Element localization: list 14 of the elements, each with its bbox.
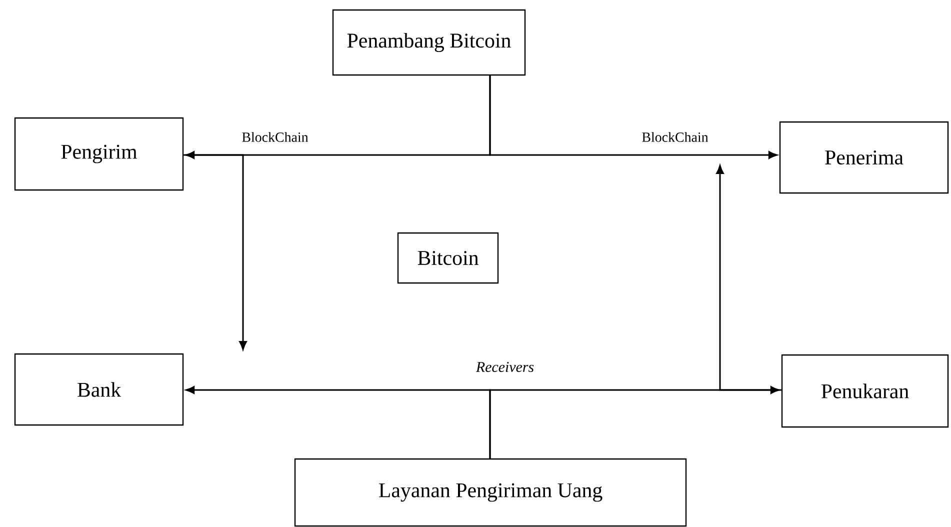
arrow	[184, 154, 247, 350]
edge-label: Receivers	[474, 360, 536, 373]
process-box: Penukaran	[781, 354, 949, 428]
process-box: Bitcoin	[397, 232, 499, 284]
process-box: Layanan Pengiriman Uang	[294, 458, 687, 527]
process-box: Penambang Bitcoin	[332, 9, 526, 76]
process-box: Penerima	[779, 121, 949, 194]
arrow	[489, 386, 780, 459]
arrow	[489, 75, 778, 159]
edge-label: BlockChain	[240, 131, 310, 143]
edge-label: BlockChain	[640, 131, 710, 143]
process-box: Bank	[14, 353, 184, 426]
process-box: Pengirim	[14, 117, 184, 191]
arrow	[716, 165, 782, 391]
